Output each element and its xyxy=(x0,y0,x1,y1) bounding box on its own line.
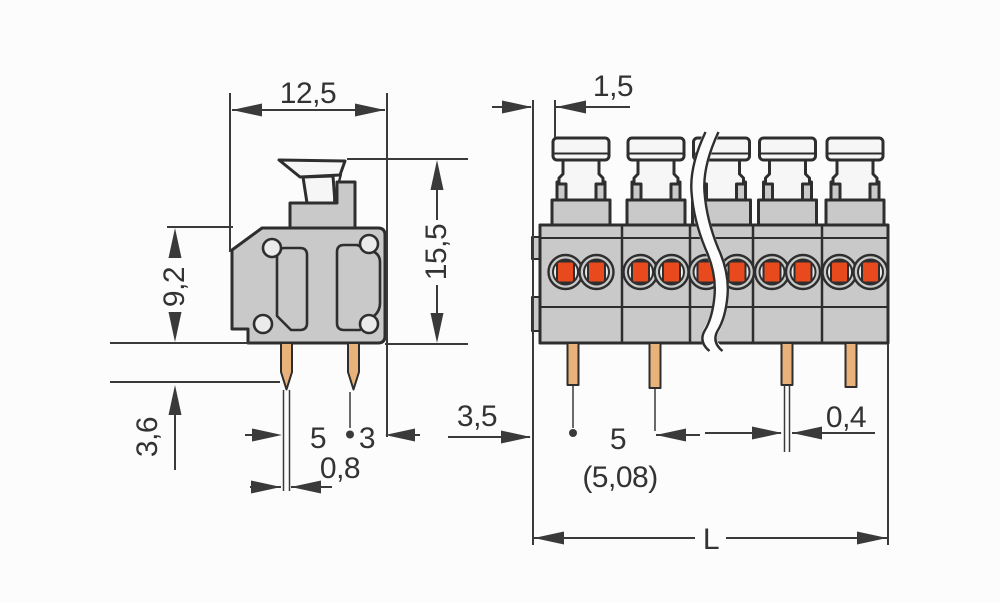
side-hole xyxy=(252,313,274,335)
dim-label-9-2: 9,2 xyxy=(158,267,191,307)
front-pin-5 xyxy=(844,342,858,388)
dim-reference-dot xyxy=(346,430,354,439)
side-hole xyxy=(358,233,380,255)
dim-label-3-5: 3,5 xyxy=(457,400,497,433)
dim-label-12-5: 12,5 xyxy=(280,77,336,110)
break-line xyxy=(690,128,729,357)
dim-side-total-height: 15,5 xyxy=(420,160,453,343)
side-solder-pin-right xyxy=(347,342,360,391)
front-pin-4 xyxy=(780,342,794,386)
dim-side-body-height: 9,2 xyxy=(158,228,191,342)
dim-front-button-offset: 1,5 xyxy=(492,70,634,114)
dim-label-0-4: 0,4 xyxy=(826,401,866,434)
pole-4 xyxy=(753,136,822,291)
front-pin-1 xyxy=(566,342,580,386)
dim-front-total-length: L xyxy=(533,523,888,556)
dim-label-pitch: 5 xyxy=(610,423,626,456)
dim-label-15-5: 15,5 xyxy=(420,224,453,280)
pole-1 xyxy=(547,136,615,291)
dim-front-pin-width: 0,4 xyxy=(705,401,875,440)
dim-label-pitch-alt: (5,08) xyxy=(582,461,657,494)
dim-label-3-6: 3,6 xyxy=(131,417,164,457)
dim-front-edge-to-pin: 3,5 xyxy=(448,400,531,444)
front-view xyxy=(531,128,890,389)
pole-2 xyxy=(622,136,690,291)
dim-reference-dot xyxy=(569,429,577,437)
dimensions-side-view: 12,5 15,5 9,2 3,6 5 3 xyxy=(110,77,468,494)
dim-side-pin-width: 0,8 xyxy=(250,452,361,494)
side-solder-pin-left xyxy=(280,342,293,391)
dim-label-L: L xyxy=(703,523,719,556)
dimensions-front-view: 1,5 3,5 5 (5,08) 0,4 xyxy=(448,70,889,556)
dim-label-1-5: 1,5 xyxy=(593,70,633,103)
dim-side-width: 12,5 xyxy=(232,77,385,117)
side-button-cap xyxy=(277,158,347,179)
dim-front-pin-pitch: 5 (5,08) xyxy=(569,423,700,494)
dim-side-pin-length: 3,6 xyxy=(131,385,182,470)
dim-side-pin-spacing: 5 3 xyxy=(245,422,420,455)
dim-label-0-8: 0,8 xyxy=(320,452,360,485)
front-pin-2 xyxy=(648,342,662,389)
dim-label-3: 3 xyxy=(359,422,375,455)
side-hole xyxy=(261,237,283,259)
side-button-stem xyxy=(301,174,337,205)
pole-5 xyxy=(821,136,889,291)
side-view xyxy=(230,158,387,391)
side-hole xyxy=(358,313,380,335)
dim-label-5: 5 xyxy=(310,422,326,455)
